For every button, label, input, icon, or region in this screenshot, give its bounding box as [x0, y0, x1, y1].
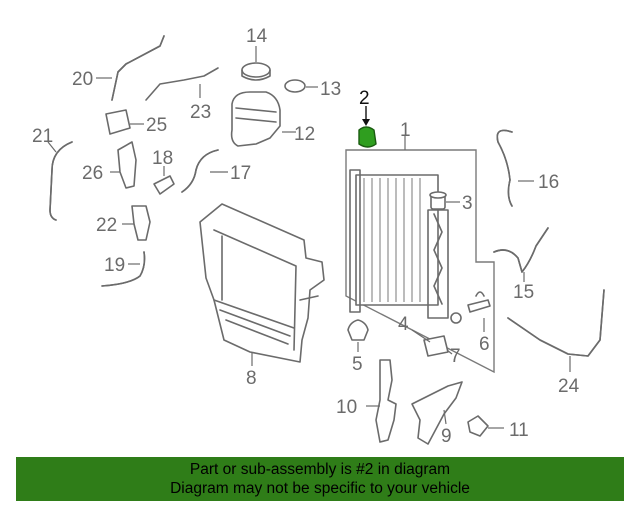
callout-20: 20 [72, 69, 93, 90]
callout-4: 4 [398, 314, 409, 335]
part-10-bracket[interactable] [366, 359, 397, 443]
part-19-hose[interactable] [101, 251, 146, 287]
callout-1: 1 [400, 120, 411, 141]
part-24-pipe[interactable] [507, 289, 605, 372]
callout-26: 26 [82, 163, 103, 184]
callout-10: 10 [336, 397, 357, 418]
callout-3: 3 [462, 193, 473, 214]
part-21-hose[interactable] [47, 141, 73, 221]
part-25-block[interactable] [105, 109, 144, 135]
part-8-shroud[interactable] [199, 203, 325, 366]
part-6-sensor[interactable] [450, 291, 491, 332]
callout-12: 12 [294, 124, 315, 145]
part-5-mount[interactable] [347, 319, 369, 352]
info-banner: Part or sub-assembly is #2 in diagram Di… [16, 457, 624, 501]
callout-19: 19 [104, 255, 125, 276]
part-11-clip[interactable] [467, 415, 504, 437]
part-9-plate[interactable] [411, 381, 463, 445]
callout-2: 2 [359, 88, 370, 109]
callout-22: 22 [96, 215, 117, 236]
callout-16: 16 [538, 172, 559, 193]
parts-diagram: 1 2 3 4 5 6 7 8 9 10 11 12 13 14 15 16 1… [32, 26, 605, 447]
callout-18: 18 [152, 148, 173, 169]
part-14-cap[interactable] [241, 46, 271, 81]
part-15-hose[interactable] [493, 227, 549, 282]
part-18-fitting[interactable] [153, 166, 175, 195]
callout-21: 21 [32, 126, 53, 147]
callout-labels: 1 2 3 4 5 6 7 8 9 10 11 12 13 14 15 16 1… [32, 26, 580, 447]
callout-23: 23 [190, 102, 211, 123]
callout-9: 9 [441, 426, 452, 447]
callout-24: 24 [558, 376, 580, 397]
banner-line-2: Diagram may not be specific to your vehi… [170, 480, 470, 497]
part-16-hose[interactable] [496, 129, 534, 207]
part-13-cap[interactable] [284, 79, 318, 93]
callout-5: 5 [352, 354, 363, 375]
callout-6: 6 [479, 334, 490, 355]
callout-7: 7 [450, 346, 461, 367]
part-7-bracket[interactable] [411, 329, 453, 357]
callout-17: 17 [230, 163, 251, 184]
part-20-pipe[interactable] [96, 35, 165, 101]
part-26-bracket[interactable] [110, 141, 137, 189]
part-22-fitting[interactable] [122, 205, 151, 241]
part-17-hose[interactable] [181, 149, 228, 193]
callout-25: 25 [146, 115, 167, 136]
part-12-expansion-tank[interactable] [230, 91, 296, 147]
callout-14: 14 [246, 26, 268, 47]
part-3-fitting[interactable] [429, 191, 460, 210]
callout-11: 11 [509, 420, 529, 441]
banner-line-1: Part or sub-assembly is #2 in diagram [189, 461, 451, 478]
part-2-cap[interactable] [358, 106, 377, 148]
part-23-pipe[interactable] [145, 67, 219, 101]
callout-8: 8 [246, 368, 257, 389]
radiator-part[interactable] [349, 169, 449, 319]
radiator-assembly-outline [345, 149, 495, 374]
callout-15: 15 [513, 282, 534, 303]
callout-13: 13 [320, 79, 341, 100]
